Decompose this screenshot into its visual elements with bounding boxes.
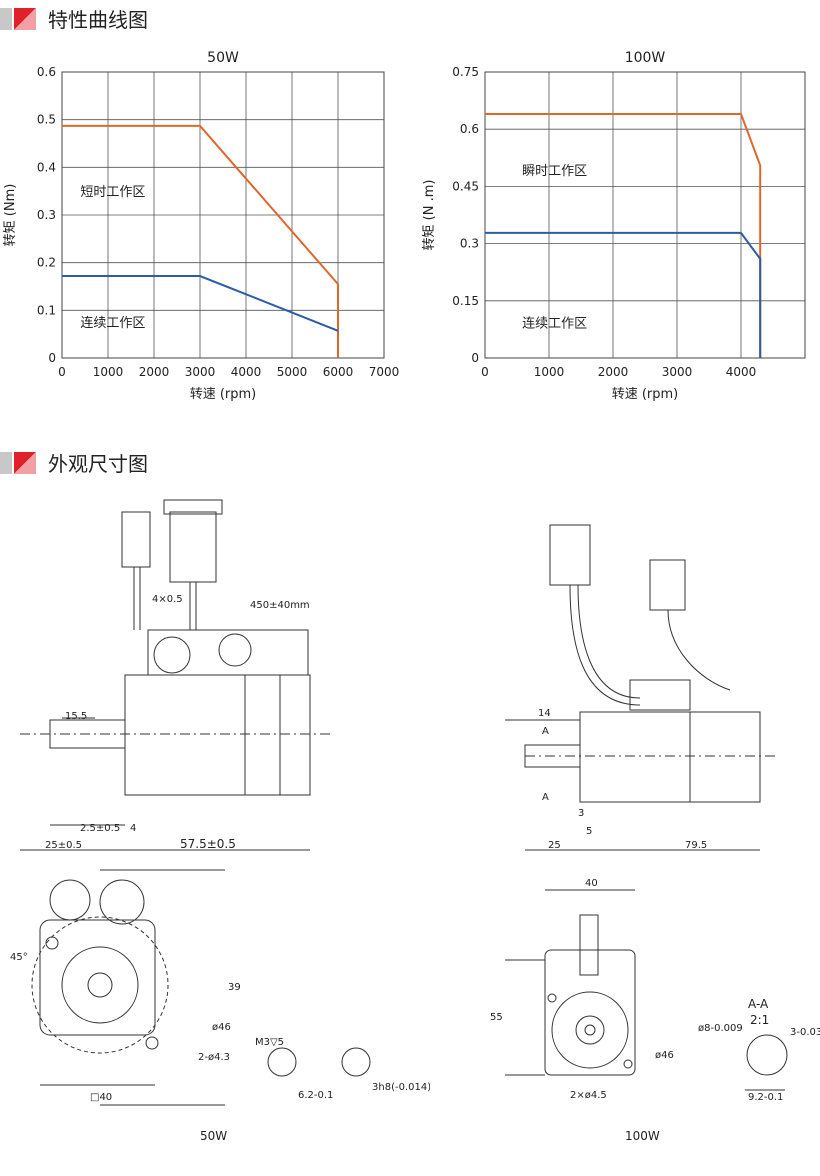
y-tick-label: 0.6: [460, 122, 479, 136]
section-header-dimensions: 外观尺寸图: [0, 448, 820, 484]
drawing-caption-100w: 100W: [625, 1129, 660, 1143]
dim-tap: M3▽5: [255, 1037, 284, 1048]
dim-holes: 2×ø4.5: [570, 1090, 607, 1101]
dim-height: 55: [490, 1012, 503, 1023]
dim-shaft-len: 14: [538, 708, 551, 719]
x-tick-label: 0: [58, 365, 66, 379]
dim-square: □40: [90, 1092, 112, 1103]
dim-height: 39: [228, 982, 241, 993]
y-tick-label: 0.1: [37, 303, 56, 317]
dim-shaft-total: 25±0.5: [45, 840, 82, 851]
dim-key2-w: 3h8(-0.014): [372, 1082, 430, 1093]
connector-round: [121, 511, 151, 568]
section-header-curves: 特性曲线图: [0, 4, 820, 40]
drawing-50w: 4×0.5 450±40mm 15.5 2.5±0.5 4 57.5±0.5 2…: [10, 499, 430, 1143]
x-tick-label: 3000: [662, 365, 693, 379]
dim-body-len: 79.5: [685, 840, 707, 851]
y-tick-label: 0.3: [460, 237, 479, 251]
header-gray-bar: [0, 452, 12, 474]
y-tick-label: 0: [471, 351, 479, 365]
y-tick-label: 0.15: [452, 294, 479, 308]
plot-frame: [61, 71, 385, 359]
section-title-dimensions: 外观尺寸图: [48, 452, 148, 476]
dim-shaft-total: 25: [548, 840, 561, 851]
dim-pcd: ø46: [212, 1022, 231, 1033]
y-axis-label: 转矩 (Nm): [3, 184, 18, 247]
y-tick-label: 0.4: [37, 160, 56, 174]
connector-round: [549, 524, 591, 586]
aa-title: A-A: [748, 997, 769, 1011]
connector-square: [649, 559, 686, 611]
motor-body: [124, 674, 311, 796]
motor-body: [579, 711, 761, 803]
dim-cable-a: 4×0.5: [152, 594, 183, 605]
dim-width: 40: [585, 878, 598, 889]
x-tick-label: 4000: [231, 365, 262, 379]
dim-flange-gap: 4: [130, 823, 136, 834]
front-flange: [544, 949, 636, 1076]
drawing-caption-50w: 50W: [200, 1129, 227, 1143]
x-tick-label: 1000: [534, 365, 565, 379]
front-flange: [39, 919, 156, 1036]
y-tick-label: 0: [48, 351, 56, 365]
chart-annotation: 连续工作区: [522, 315, 587, 331]
aa-key-d: 9.2-0.1: [748, 1092, 783, 1103]
x-tick-label: 6000: [323, 365, 354, 379]
chart-title: 50W: [207, 50, 239, 66]
series-line-1: [485, 231, 762, 358]
chart-title: 100W: [625, 50, 666, 66]
header-red-triangle: [14, 452, 36, 474]
chart-annotation: 连续工作区: [80, 315, 145, 331]
dim-angle: 45°: [10, 952, 28, 963]
aa-key-h: 3-0.03: [790, 1027, 820, 1038]
dim-offset3: 3: [578, 808, 584, 819]
dim-offset5: 5: [586, 826, 592, 837]
section-a-top: A: [542, 726, 549, 737]
x-axis-label: 转速 (rpm): [190, 387, 257, 402]
y-tick-label: 0.45: [452, 179, 479, 193]
chart-100w: 100W 0 1000 2000 3000 4000 0 0.15 0.3 0.45 0.6 0.75…: [422, 50, 806, 402]
dim-pcd: ø46: [655, 1050, 674, 1061]
y-tick-label: 0.5: [37, 113, 56, 127]
connector-square: [169, 511, 217, 583]
series-line-0: [62, 124, 339, 358]
x-tick-label: 1000: [93, 365, 124, 379]
y-tick-label: 0.75: [452, 65, 479, 79]
dim-cable-b: 450±40mm: [250, 600, 310, 611]
x-tick-label: 4000: [726, 365, 757, 379]
header-red-triangle: [14, 8, 36, 30]
section-title-curves: 特性曲线图: [48, 8, 148, 32]
x-tick-label: 5000: [277, 365, 308, 379]
dim-flange-th: 2.5±0.5: [80, 823, 120, 834]
y-axis-label: 转矩 (N .m): [422, 180, 437, 251]
x-tick-label: 2000: [598, 365, 629, 379]
aa-shaft-dia: ø8-0.009: [698, 1023, 743, 1034]
dim-shaft-len: 15.5: [65, 711, 87, 722]
y-tick-label: 0.6: [37, 65, 56, 79]
chart-annotation: 短时工作区: [80, 185, 145, 200]
dim-body-len: 57.5±0.5: [180, 837, 236, 851]
series-line-1: [62, 275, 339, 332]
dim-holes: 2-ø4.3: [198, 1052, 230, 1063]
chart-annotation: 瞬时工作区: [522, 164, 587, 179]
plot-frame: [484, 71, 806, 359]
x-tick-label: 0: [481, 365, 489, 379]
x-tick-label: 3000: [185, 365, 216, 379]
chart-50w: 50W 0 1000 2000 3000 4000 5000 6000 7000 0 0.1 0.2 0…: [3, 50, 400, 402]
y-tick-label: 0.2: [37, 256, 56, 270]
x-tick-label: 7000: [369, 365, 400, 379]
header-gray-bar: [0, 8, 12, 30]
y-tick-label: 0.3: [37, 208, 56, 222]
drawing-100w: 14 A A 3 5 25 79.5 40 55 ø46 2×ø4.5 A-A …: [490, 524, 820, 1143]
x-axis-label: 转速 (rpm): [612, 387, 679, 402]
section-a-bottom: A: [542, 792, 549, 803]
dim-key-d: 6.2-0.1: [298, 1090, 333, 1101]
x-tick-label: 2000: [139, 365, 170, 379]
aa-scale: 2:1: [750, 1013, 769, 1027]
